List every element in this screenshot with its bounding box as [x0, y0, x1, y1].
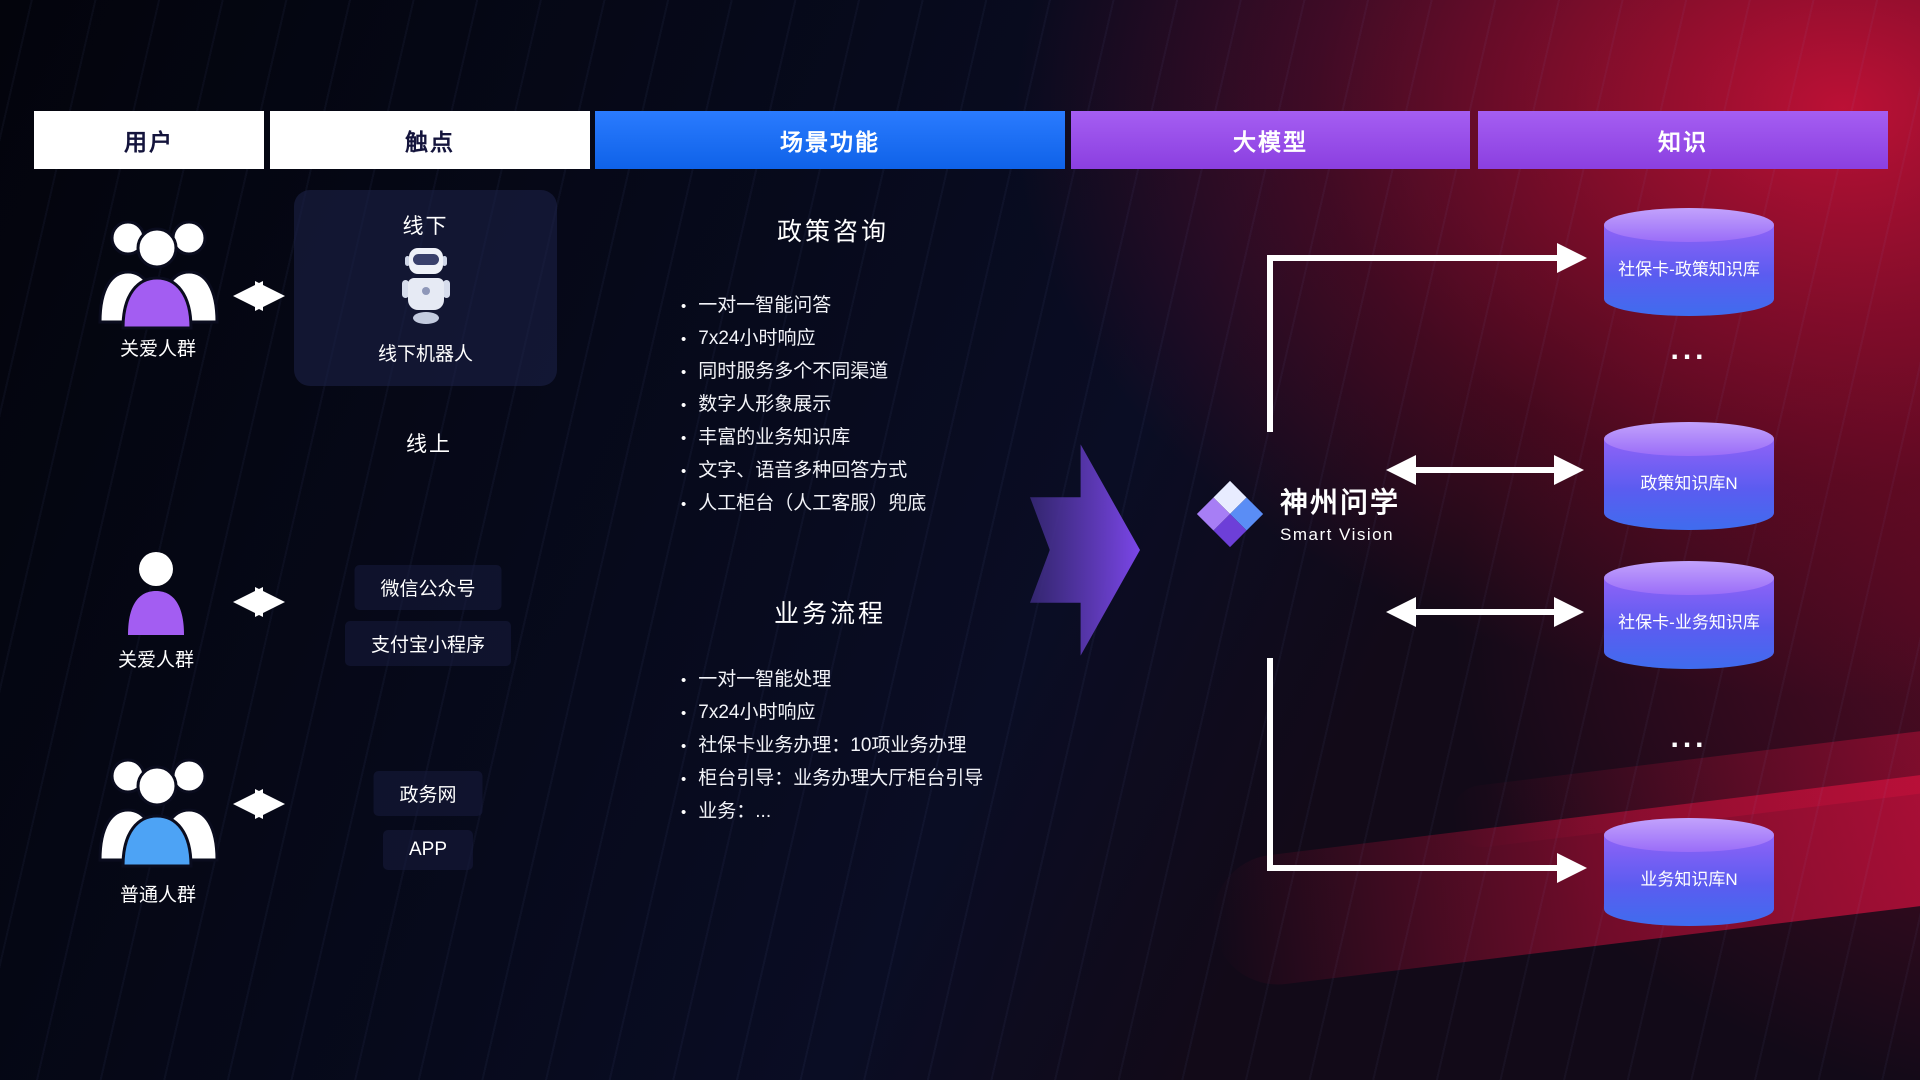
header-model-label: 大模型: [1233, 129, 1308, 155]
kb-cylinder-policy-ssc: 社保卡-政策知识库: [1604, 208, 1774, 316]
user-group1-label: 关爱人群: [119, 339, 196, 360]
touchpoint-wechat: 微信公众号: [354, 565, 502, 610]
user-group-blue-icon: [98, 758, 219, 868]
user-group-purple-icon: [98, 220, 219, 330]
offline-robot-label: 线下机器人: [377, 344, 473, 365]
touchpoint-govweb: 政务网: [373, 771, 483, 816]
feature-item: 数字人形象展示: [681, 389, 926, 422]
model-name: 神州问学: [1280, 487, 1401, 518]
online-title: 线上: [406, 433, 452, 456]
kb-label: 业务知识库N: [1640, 869, 1738, 889]
feature-item: 7x24小时响应: [681, 323, 926, 356]
feature-item: 人工柜台（人工客服）兜底: [681, 488, 926, 521]
user-group3-label: 普通人群: [119, 885, 196, 906]
feature-item: 一对一智能问答: [681, 290, 926, 323]
header-scenes: 场景功能: [595, 111, 1065, 169]
offline-title: 线下: [402, 215, 449, 238]
kb-label: 社保卡-政策知识库: [1618, 259, 1760, 279]
kb-label: 社保卡-业务知识库: [1618, 612, 1760, 632]
smart-vision-logo-icon: [1196, 480, 1264, 548]
scene1-feature-list: 一对一智能问答 7x24小时响应 同时服务多个不同渠道 数字人形象展示 丰富的业…: [681, 290, 926, 521]
robot-icon: [401, 248, 450, 324]
kb-cylinder-policy-n: 政策知识库N: [1604, 422, 1774, 530]
cylinder-top: [1604, 818, 1774, 852]
header-scenes-label: 场景功能: [780, 129, 880, 155]
feature-item: 社保卡业务办理：10项业务办理: [681, 730, 983, 763]
kb-cylinder-business-n: 业务知识库N: [1604, 818, 1774, 926]
touchpoint-app: APP: [382, 830, 474, 870]
kb-label: 政策知识库N: [1640, 473, 1738, 493]
feature-item: 柜台引导：业务办理大厅柜台引导: [681, 763, 983, 796]
header-touchpoints-label: 触点: [405, 129, 455, 155]
scene2-feature-list: 一对一智能处理 7x24小时响应 社保卡业务办理：10项业务办理 柜台引导：业务…: [681, 664, 983, 829]
model-subtitle: Smart Vision: [1280, 524, 1395, 544]
user-single-purple-icon: [128, 552, 184, 635]
feature-item: 文字、语音多种回答方式: [681, 455, 926, 488]
feature-item: 同时服务多个不同渠道: [681, 356, 926, 389]
offline-touchpoint-card: 线下 线下机器人: [294, 190, 557, 386]
header-users: 用户: [34, 111, 264, 169]
header-knowledge: 知识: [1478, 111, 1888, 169]
feature-item: 业务：...: [681, 796, 983, 829]
arrow-model-to-kb1: [1267, 243, 1587, 432]
feature-item: 一对一智能处理: [681, 664, 983, 697]
feature-item: 丰富的业务知识库: [681, 422, 926, 455]
user-group2-label: 关爱人群: [117, 650, 194, 671]
cylinder-top: [1604, 422, 1774, 456]
scene2-title: 业务流程: [773, 600, 887, 628]
header-users-label: 用户: [124, 129, 174, 155]
header-touchpoints: 触点: [270, 111, 590, 169]
scene1-title: 政策咨询: [776, 218, 890, 246]
model-logo-block: 神州问学 Smart Vision: [1194, 478, 1400, 550]
feature-item: 7x24小时响应: [681, 697, 983, 730]
kb-ellipsis-1: ...: [1670, 333, 1708, 366]
cylinder-top: [1604, 561, 1774, 595]
cylinder-top: [1604, 208, 1774, 242]
model-logo-text: 神州问学 Smart Vision: [1280, 478, 1400, 545]
arrow-model-to-kb4: [1267, 658, 1587, 883]
touchpoint-alipay: 支付宝小程序: [344, 621, 512, 666]
kb-cylinder-business-ssc: 社保卡-业务知识库: [1604, 561, 1774, 669]
header-model: 大模型: [1071, 111, 1470, 169]
header-knowledge-label: 知识: [1658, 129, 1708, 155]
flow-arrow-icon: [1030, 444, 1140, 656]
kb-ellipsis-2: ...: [1670, 721, 1708, 754]
